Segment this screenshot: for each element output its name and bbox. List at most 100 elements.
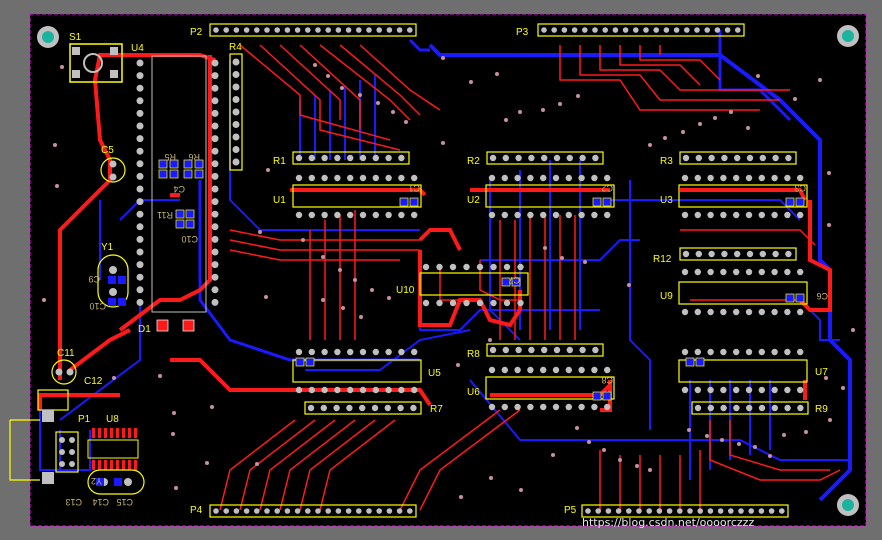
- label-p4: P4: [190, 505, 203, 516]
- r4-pin: [232, 58, 240, 66]
- label-c13: C13: [65, 497, 82, 507]
- r4-pin: [232, 146, 240, 153]
- label-u5: U5: [428, 368, 441, 379]
- ic-pin: [771, 174, 778, 182]
- label-c1: C1: [408, 183, 420, 193]
- p4-pin: [407, 508, 413, 514]
- label-s1: S1: [69, 32, 82, 43]
- ic-pin: [745, 174, 753, 182]
- rnet-pin: [359, 404, 366, 412]
- p5-pin: [697, 508, 703, 514]
- rnet-pin: [708, 250, 715, 258]
- label-r4: R4: [229, 42, 242, 53]
- ic-pin: [514, 211, 521, 219]
- rnet-pin: [592, 346, 599, 354]
- p3-pin: [724, 27, 731, 33]
- rnet-pin: [746, 250, 754, 258]
- ic-pin: [552, 174, 560, 182]
- ic-pin: [321, 211, 328, 219]
- ic-pin: [308, 386, 315, 394]
- p3-pin: [735, 27, 741, 33]
- ic-pin: [514, 174, 521, 182]
- p4-pin: [274, 508, 281, 514]
- r4-pin: [232, 121, 240, 128]
- label-u2: U2: [467, 195, 480, 206]
- header-p2: [209, 23, 417, 37]
- ic-pin: [385, 348, 392, 356]
- top-copper-traces: [219, 44, 841, 511]
- label-u1: U1: [273, 195, 286, 206]
- ic-pin: [707, 308, 714, 316]
- rnet-pin: [682, 250, 690, 258]
- ic-pin: [797, 268, 804, 276]
- ic-pin: [797, 386, 804, 394]
- ic-pin: [359, 348, 367, 356]
- capacitor-c5: [100, 157, 126, 183]
- label-y1: Y1: [101, 242, 114, 253]
- ic-pin: [422, 263, 430, 271]
- ic-pin: [540, 403, 547, 411]
- ic-pin: [527, 174, 534, 182]
- p5-pin: [707, 508, 714, 514]
- ic-pin: [490, 299, 497, 307]
- label-c10-b: C10: [89, 301, 106, 311]
- ic-pin: [436, 263, 443, 271]
- u4-pin: [211, 298, 219, 306]
- p2-pin: [386, 27, 393, 33]
- u4-pin: [136, 223, 144, 231]
- ic-pin: [694, 174, 701, 182]
- p4-pin: [305, 508, 311, 514]
- ic-pin: [771, 386, 778, 394]
- header-p5: [581, 504, 789, 518]
- p4-pin: [284, 508, 291, 514]
- rnet-pin: [385, 154, 392, 162]
- rnet-pin: [384, 404, 391, 412]
- ic-pin: [797, 348, 804, 356]
- rnet-pin: [772, 250, 779, 258]
- crystal-y2: [87, 469, 145, 495]
- mcu-u4: [136, 55, 219, 313]
- rnet-pin: [734, 250, 741, 258]
- rnet-pin: [541, 154, 548, 162]
- ic-pin: [681, 386, 689, 394]
- p2-pin: [305, 27, 311, 33]
- u4-pin: [211, 84, 219, 92]
- label-r7: R7: [430, 404, 443, 415]
- rnet-pin: [371, 404, 379, 412]
- p2-pin: [345, 27, 352, 33]
- u4-pin: [136, 261, 144, 269]
- ic-pin: [552, 403, 560, 411]
- ic-pin: [488, 174, 496, 182]
- ic-pin: [758, 174, 765, 182]
- p3-pin: [582, 27, 588, 33]
- rnet-pin: [553, 154, 561, 162]
- p5-pin: [626, 508, 632, 514]
- ic-pin: [347, 174, 354, 182]
- ic-pin: [334, 348, 341, 356]
- ic-pin: [436, 299, 443, 307]
- p5-pin: [636, 508, 642, 514]
- ic-pin: [578, 211, 585, 219]
- u4-pin: [211, 109, 219, 117]
- ic-pin: [707, 386, 714, 394]
- ic-pin: [694, 211, 701, 219]
- label-u4: U4: [131, 43, 144, 54]
- p5-pin: [656, 508, 663, 514]
- u4-pin: [211, 248, 219, 256]
- ic-pin: [694, 386, 701, 394]
- ic-pin: [784, 348, 791, 356]
- u4-pin: [136, 84, 144, 92]
- ic-pin: [385, 211, 392, 219]
- p5-pin: [738, 508, 744, 514]
- u4-pin: [136, 198, 144, 206]
- p4-pin: [223, 508, 229, 514]
- rnet-pin: [528, 154, 535, 162]
- label-c12: C12: [84, 376, 103, 387]
- p4-pin: [366, 508, 372, 514]
- ic-pin: [372, 386, 379, 394]
- ic-pin: [527, 403, 534, 411]
- label-c3: C3: [794, 183, 806, 193]
- p4-pin: [345, 508, 352, 514]
- p3-pin: [612, 27, 619, 33]
- label-r11: R11: [157, 210, 173, 220]
